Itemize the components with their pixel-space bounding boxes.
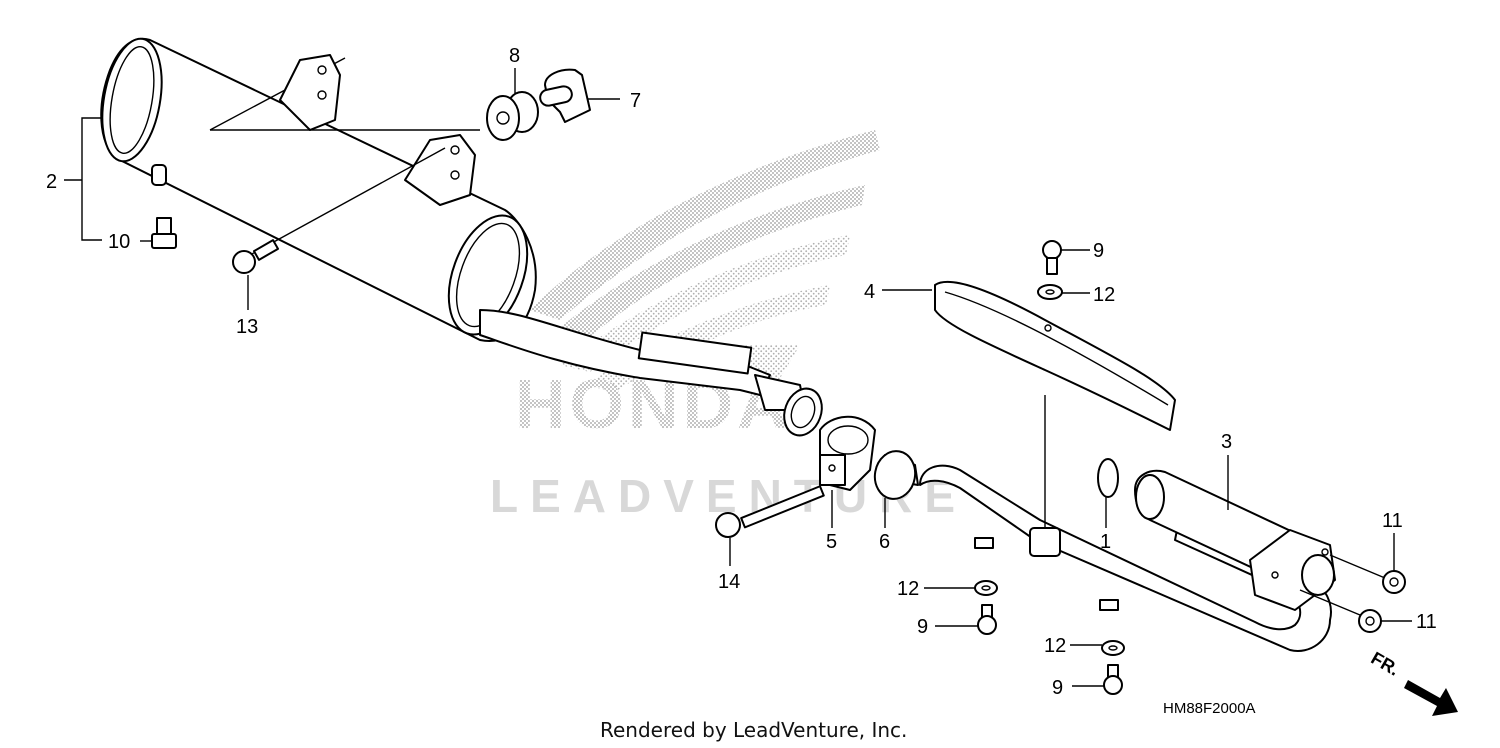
callout-12-mid: 12	[897, 578, 919, 600]
front-direction-arrow-icon: FR.	[1368, 648, 1458, 716]
gasket-part	[873, 450, 919, 500]
svg-text:FR.: FR.	[1368, 648, 1403, 680]
bolt-9-low-part	[1103, 664, 1123, 695]
heat-shield-part	[934, 281, 1176, 431]
nut-11-upper-part	[1329, 554, 1406, 594]
callout-12-top: 12	[1093, 284, 1115, 306]
o-ring-part	[1097, 458, 1119, 498]
collar-part	[539, 68, 591, 123]
callout-9-top: 9	[1093, 240, 1104, 262]
callout-13: 13	[236, 316, 258, 338]
callout-2: 2	[46, 171, 57, 193]
footer-credit: Rendered by LeadVenture, Inc.	[600, 718, 907, 742]
callout-9-mid: 9	[917, 616, 928, 638]
callout-9-low: 9	[1052, 677, 1063, 699]
drawing-code: HM88F2000A	[1163, 700, 1256, 717]
callout-11-lower: 11	[1416, 611, 1437, 633]
bolt-9-mid-part	[977, 604, 997, 635]
callout-8: 8	[509, 45, 520, 67]
callout-7: 7	[630, 90, 641, 112]
bolt-13-part	[232, 147, 446, 274]
callout-10: 10	[108, 231, 130, 253]
exhaust-pipe-part	[919, 395, 1336, 652]
bolt-14-part	[715, 485, 825, 538]
callout-4: 4	[864, 281, 875, 303]
muffler-part	[100, 37, 823, 437]
washer-12-mid-part	[974, 580, 998, 596]
honda-wing-watermark	[530, 130, 880, 400]
callout-3: 3	[1221, 431, 1232, 453]
nut-11-lower-part	[1299, 589, 1382, 633]
callout-1: 1	[1100, 531, 1111, 553]
drain-bolt-part	[151, 217, 177, 249]
washer-12-top-part	[1037, 284, 1063, 300]
callout-12-low: 12	[1044, 635, 1066, 657]
grommet-part	[486, 91, 539, 141]
clamp-part	[819, 415, 876, 491]
washer-12-low-part	[1101, 640, 1125, 656]
callout-6: 6	[879, 531, 890, 553]
callout-5: 5	[826, 531, 837, 553]
callout-14: 14	[718, 571, 740, 593]
leader-lines	[64, 68, 1412, 687]
bolt-9-top-part	[1042, 240, 1062, 275]
callout-11-upper: 11	[1382, 510, 1403, 532]
